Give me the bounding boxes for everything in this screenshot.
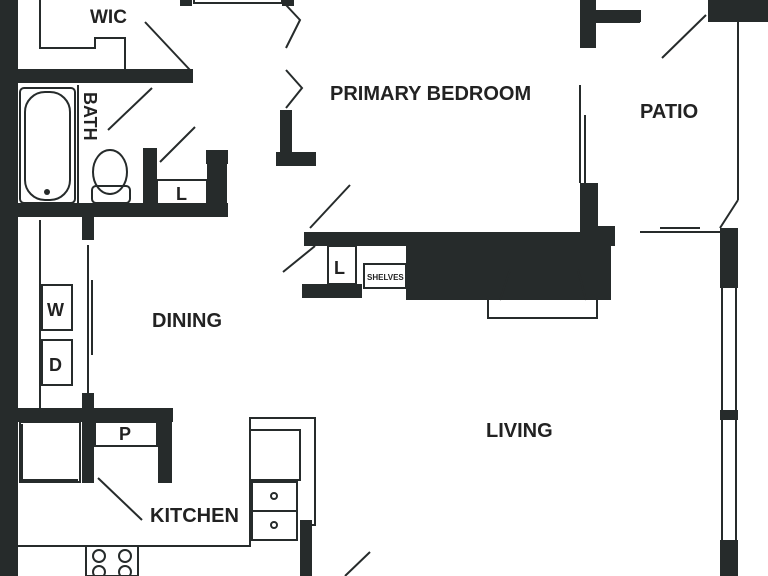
hall-linen-box (327, 245, 357, 285)
kitchen-counter (18, 417, 316, 547)
hall-closet-bottom (302, 284, 362, 298)
burner-3 (92, 565, 106, 576)
living-door (344, 551, 371, 576)
bath-closet-wall (143, 148, 157, 210)
tub-drain (44, 189, 50, 195)
fixture-labels: L L SHELVES W D P (47, 184, 404, 444)
fireplace-hearth (487, 300, 598, 319)
patio-door (661, 14, 707, 59)
fireplace-wall-right (597, 226, 615, 246)
bath-closet-top (206, 150, 228, 164)
toilet (91, 149, 131, 204)
tub-drain-icon (44, 189, 50, 195)
dryer-box (41, 339, 73, 386)
label-linen-hall: L (334, 258, 345, 278)
shelves-box (363, 263, 407, 289)
right-wall-top (720, 228, 738, 288)
kitchen-counter-box (249, 429, 301, 481)
patio-slider (640, 227, 720, 233)
hall-closet-door-bottom (282, 245, 316, 273)
top-wall-segment-2 (282, 0, 294, 6)
washer-box (41, 284, 73, 331)
patio-top-window (596, 10, 641, 23)
sink-drain-2 (270, 521, 278, 529)
bedroom-door-mid (285, 69, 304, 109)
label-shelves: SHELVES (367, 273, 404, 282)
laundry-counter (39, 220, 93, 410)
bath-door (107, 87, 153, 131)
pantry-wall (82, 408, 94, 483)
bedroom-slider (579, 85, 586, 183)
label-dining: DINING (152, 310, 222, 332)
living-window (721, 288, 737, 540)
toilet-bowl (92, 149, 128, 195)
bathtub (19, 87, 76, 204)
bathtub-basin (24, 91, 71, 201)
label-pantry: P (119, 424, 131, 444)
label-kitchen: KITCHEN (150, 505, 239, 527)
doors (97, 4, 707, 576)
bedroom-top-window (193, 0, 283, 4)
bath-closet-door (159, 126, 196, 163)
bedroom-left-wall-foot (276, 152, 316, 166)
right-wall-bottom (720, 540, 738, 576)
bedroom-left-wall (280, 110, 292, 165)
refrigerator-detail (21, 424, 78, 481)
bath-linen-box (156, 179, 208, 205)
label-wic: WIC (90, 7, 127, 28)
refrigerator (19, 421, 81, 483)
pantry-door (97, 477, 143, 521)
label-linen-bath: L (176, 184, 187, 204)
right-wall-post (720, 410, 738, 420)
top-right-wall (580, 0, 596, 48)
label-patio: PATIO (640, 101, 698, 123)
bath-bottom-wall (18, 203, 228, 217)
appliance-dots (92, 492, 278, 576)
left-exterior-wall (0, 0, 18, 576)
sink-drain-1 (270, 492, 278, 500)
wic-outline (39, 0, 126, 70)
bath-closet-right-wall (207, 152, 227, 210)
label-washer: W (47, 300, 64, 320)
kitchen-counter-wall (300, 520, 312, 576)
label-bath: BATH (80, 92, 100, 141)
bedroom-door-top (285, 4, 302, 49)
top-right-wall-3 (708, 0, 768, 22)
hall-closet-left (304, 232, 316, 246)
wic-bottom-wall (18, 69, 193, 83)
dining-partition-top (82, 215, 94, 240)
label-living: LIVING (486, 420, 553, 442)
thin-lines (18, 0, 739, 576)
fireplace-mass (406, 232, 611, 300)
label-dryer: D (49, 355, 62, 375)
wic-door (144, 21, 191, 71)
laundry-bottom-wall (18, 408, 173, 422)
label-primary-bedroom: PRIMARY BEDROOM (330, 83, 531, 105)
burner-1 (92, 549, 106, 563)
hall-closet-door-top (309, 184, 351, 229)
toilet-tank (91, 185, 131, 204)
pantry-box (94, 421, 158, 447)
range (85, 545, 139, 576)
patio-right-window (719, 22, 739, 229)
room-labels: WIC BATH PRIMARY BEDROOM PATIO DINING LI… (80, 7, 698, 527)
fireplace-firebox (499, 269, 587, 301)
pantry-right-wall (158, 408, 172, 483)
bedroom-right-wall (580, 183, 598, 243)
top-wall-segment (180, 0, 192, 6)
burner-2 (118, 549, 132, 563)
burner-4 (118, 565, 132, 576)
top-right-wall-2 (580, 10, 640, 22)
